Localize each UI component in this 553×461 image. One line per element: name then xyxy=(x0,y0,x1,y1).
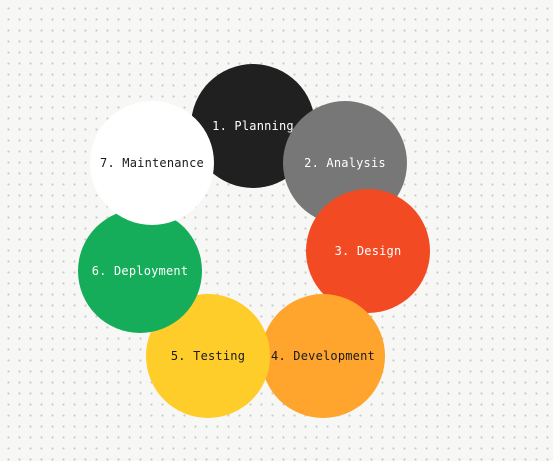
stage-development-circle: 4. Development xyxy=(261,294,385,418)
stage-maintenance-circle: 7. Maintenance xyxy=(90,101,214,225)
stage-design-circle: 3. Design xyxy=(306,189,430,313)
stage-analysis-label: 2. Analysis xyxy=(304,156,386,170)
stage-development-label: 4. Development xyxy=(271,349,375,363)
stage-testing-circle: 5. Testing xyxy=(146,294,270,418)
stage-deployment-circle: 6. Deployment xyxy=(78,209,202,333)
stage-planning-label: 1. Planning xyxy=(212,119,294,133)
stage-design-label: 3. Design xyxy=(334,244,402,258)
stage-deployment-label: 6. Deployment xyxy=(91,264,189,278)
stage-testing-label: 5. Testing xyxy=(170,349,246,363)
stage-maintenance-label: 7. Maintenance xyxy=(100,156,204,170)
